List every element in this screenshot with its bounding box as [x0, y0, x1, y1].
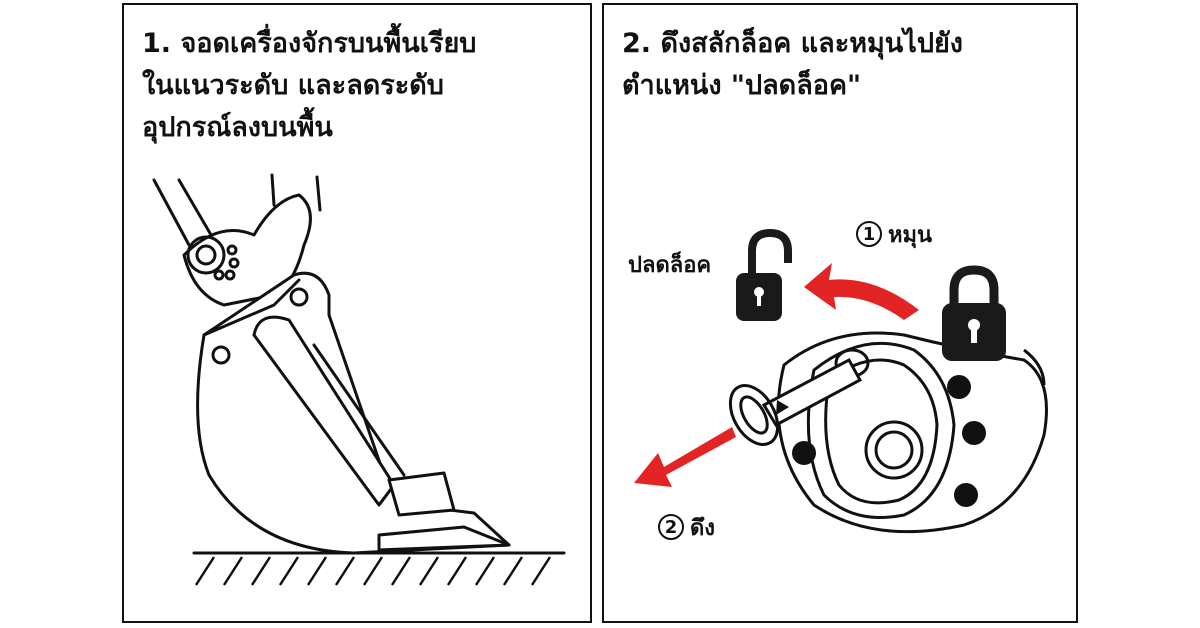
bolts: [792, 375, 986, 507]
closed-padlock-icon: [942, 265, 1006, 361]
arm-line-right: [177, 178, 216, 242]
step-2-panel: 2. ดึงสลักล็อค และหมุนไปยัง ตำแหน่ง "ปลด…: [602, 3, 1078, 623]
step-1-instruction: 1. จอดเครื่องจักรบนพื้นเรียบ ในแนวระดับ …: [142, 28, 477, 143]
pin-outer: [186, 235, 226, 275]
rotate-arrow-icon: [804, 263, 919, 320]
bucket-body: [196, 271, 511, 555]
ground-hatching: [194, 556, 552, 586]
rotate-text: หมุน: [888, 223, 933, 248]
step-2-instruction: 2. ดึงสลักล็อค และหมุนไปยัง ตำแหน่ง "ปลด…: [622, 28, 963, 101]
coupler-body: [728, 331, 1048, 534]
bucket-illustration: [152, 173, 566, 586]
step-1-panel: 1. จอดเครื่องจักรบนพื้นเรียบ ในแนวระดับ …: [122, 3, 592, 623]
pin-inner: [195, 244, 217, 266]
step-number-2: 2: [658, 514, 684, 540]
step-number-1: 1: [856, 221, 882, 247]
coupler-hole-2: [211, 345, 231, 365]
arm-line-top-2: [315, 175, 322, 212]
pull-text: ดึง: [690, 516, 716, 541]
coupler-hole-1: [289, 287, 309, 307]
unlock-label: ปลดล็อค: [628, 253, 712, 278]
bucket-tooth: [387, 471, 456, 517]
bucket-side-arm: [252, 315, 396, 507]
cutting-edge: [377, 525, 511, 552]
lock-illustration: [634, 228, 1048, 534]
open-padlock-icon: [736, 228, 792, 321]
arm-line-top: [270, 173, 276, 207]
pull-arrow-icon: [634, 427, 736, 487]
arm-line-left: [152, 178, 191, 247]
pin-marker: [776, 400, 789, 415]
